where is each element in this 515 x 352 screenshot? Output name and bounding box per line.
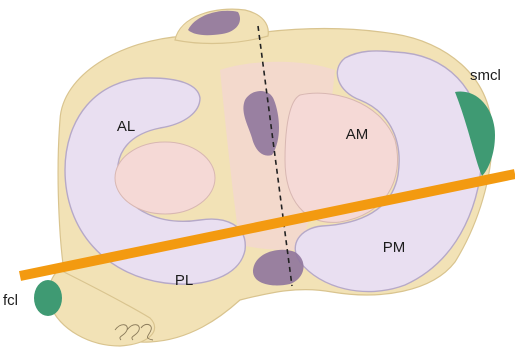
label-al: AL: [117, 118, 135, 135]
label-fcl: fcl: [3, 292, 18, 309]
label-smcl: smcl: [470, 67, 501, 84]
fibular-collateral-ligament: [34, 280, 62, 316]
lateral-plateau-bare-area: [115, 142, 215, 214]
label-pl: PL: [175, 272, 193, 289]
label-pm: PM: [383, 239, 406, 256]
label-am: AM: [346, 126, 369, 143]
